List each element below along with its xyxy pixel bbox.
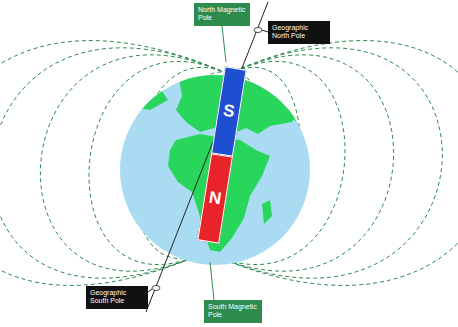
leader-line xyxy=(222,26,226,62)
label-text: North Magnetic Pole xyxy=(198,6,246,23)
label-text: Geographic North Pole xyxy=(272,24,326,41)
geographic-pole-label: Geographic North Pole xyxy=(268,21,330,44)
label-text: South Magnetic Pole xyxy=(208,303,258,320)
leader-line xyxy=(210,262,214,300)
pole-letter: S xyxy=(222,101,236,123)
label-text: Geographic South Pole xyxy=(90,289,144,306)
geographic-pole-label: Geographic South Pole xyxy=(86,286,148,309)
field-lines xyxy=(0,41,458,286)
leader-line xyxy=(148,289,152,292)
magnetic-pole-label: North Magnetic Pole xyxy=(194,3,250,26)
pole-letter: N xyxy=(207,188,222,210)
rotation-axis xyxy=(146,2,268,312)
magnetic-pole-label: South Magnetic Pole xyxy=(204,300,262,323)
pole-marker xyxy=(254,28,262,33)
pole-marker xyxy=(152,286,160,291)
